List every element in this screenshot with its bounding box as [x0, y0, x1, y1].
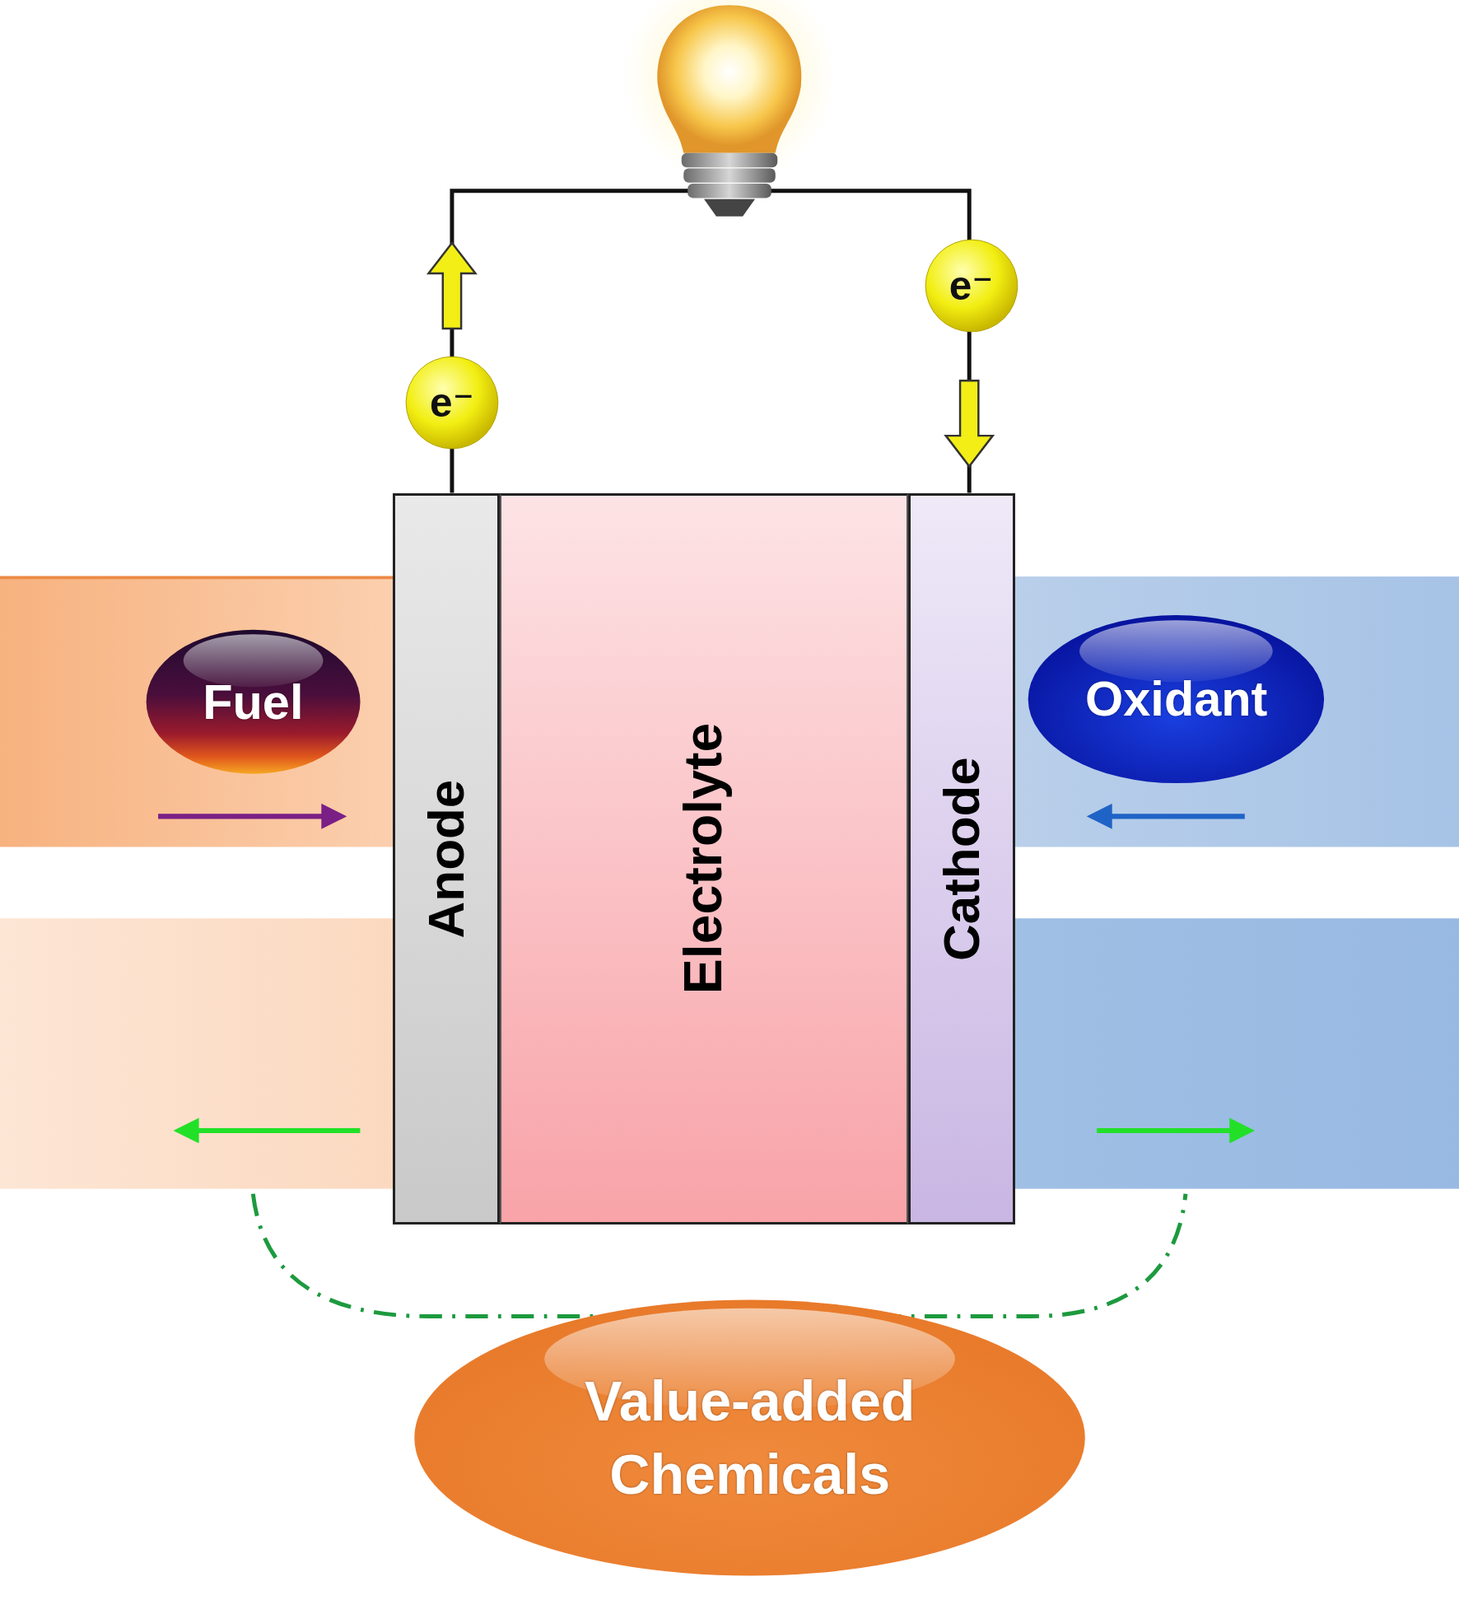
electron-label: e⁻ [949, 263, 994, 309]
ellipse-shape [407, 1296, 1092, 1579]
anode-layer: Anode [392, 493, 500, 1225]
electron-symbol: e⁻ [924, 238, 1019, 333]
fuel-ellipse: Fuel [144, 628, 363, 775]
layer-label: Anode [418, 778, 475, 938]
electron-flow-arrow [428, 242, 476, 329]
cathode-outlet-band [1015, 918, 1459, 1189]
anode-outlet-band [0, 918, 393, 1189]
oxidant-flow-arrow [1091, 813, 1245, 819]
product-ellipse: Value-added Chemicals [407, 1296, 1092, 1579]
stream-label: Value-added Chemicals [510, 1364, 990, 1511]
fuel-inlet-band [0, 576, 393, 847]
cathode-layer: Cathode [908, 493, 1016, 1225]
band-edge [0, 576, 393, 580]
layer-label: Electrolyte [675, 722, 734, 994]
cathode-exhaust-arrow [1096, 1128, 1250, 1133]
electron-label: e⁻ [429, 380, 475, 426]
anode-exhaust-arrow [178, 1128, 361, 1133]
electrolyte-layer: Electrolyte [499, 493, 909, 1225]
fuel-flow-arrow [158, 813, 342, 819]
oxidant-inlet-band [1015, 576, 1459, 847]
layer-label: Cathode [933, 756, 990, 961]
stream-label: Oxidant [1085, 671, 1268, 726]
external-circuit-wire [452, 191, 970, 494]
light-bulb [622, 0, 837, 217]
electron-flow-arrow [946, 380, 993, 467]
electron-symbol: e⁻ [405, 355, 499, 450]
stream-label: Fuel [202, 675, 303, 729]
oxidant-ellipse: Oxidant [1025, 613, 1328, 785]
